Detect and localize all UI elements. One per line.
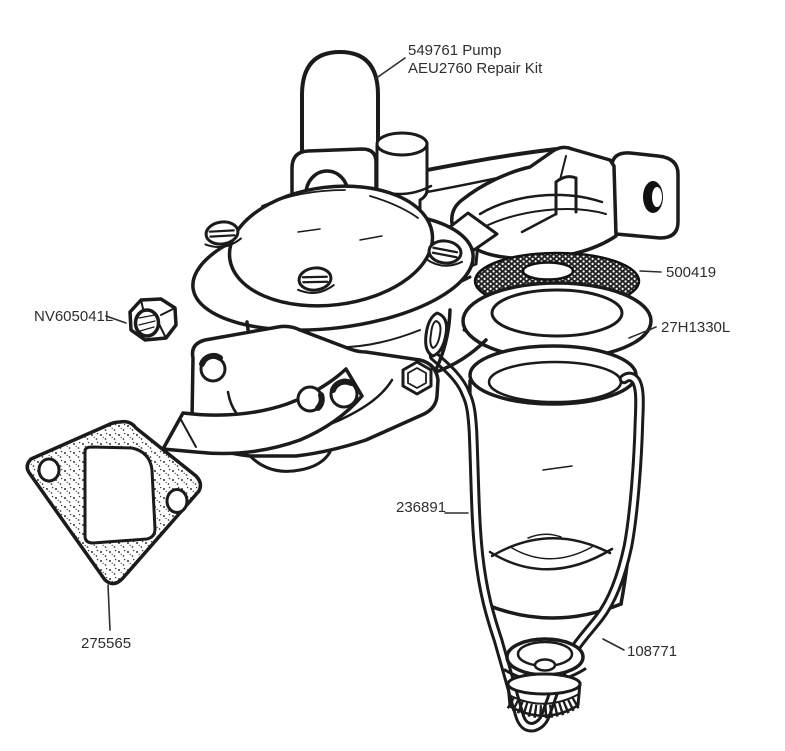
gasket-bolt-hole	[37, 457, 61, 483]
part-label-thumb-nut: 108771	[627, 643, 677, 660]
part-label-filter-gauze: 500419	[666, 264, 716, 281]
leader-line-filter-gauze	[639, 270, 662, 273]
leader-line-sealing-ring	[628, 326, 657, 339]
thumb-nut-assembly	[503, 637, 587, 719]
leader-lines	[105, 57, 662, 651]
knurled-nut	[506, 672, 582, 719]
wire-bail-clamp	[424, 311, 645, 733]
leader-line-thumb-nut	[602, 638, 625, 651]
part-label-bowl-clamp: 236891	[396, 499, 446, 516]
hex-bolt	[401, 360, 433, 396]
leader-line-gasket	[107, 584, 111, 631]
part-labels: 549761 Pump AEU2760 Repair Kit 500419 27…	[34, 42, 730, 660]
gauze-center-hole	[521, 261, 575, 281]
diaphragm-dome	[227, 184, 435, 308]
gasket-center-opening	[83, 445, 157, 545]
flange-screw	[204, 220, 242, 249]
leader-line-pump	[374, 57, 406, 80]
leader-line-nut	[105, 315, 127, 324]
flange-bolt-hole	[199, 353, 227, 383]
pivot-pin	[296, 385, 325, 413]
gasket	[25, 419, 203, 586]
flange-screw	[297, 266, 335, 294]
mounting-flange-plate	[161, 324, 440, 473]
bail-hook-loop	[424, 311, 449, 358]
diaphragm-flange	[191, 184, 475, 332]
pump-assembly	[191, 50, 488, 420]
rocker-lever	[161, 367, 364, 473]
part-label-sealing-ring: 27H1330L	[661, 319, 730, 336]
hex-nut	[128, 297, 178, 342]
part-label-gasket: 275565	[81, 635, 131, 652]
part-label-pump-line1: 549761 Pump	[408, 42, 501, 59]
gasket-bolt-hole	[165, 488, 189, 514]
flange-bolt-hole	[329, 378, 359, 409]
part-label-nut: NV605041L	[34, 308, 113, 325]
glass-bowl	[468, 344, 638, 620]
part-label-pump-line2: AEU2760 Repair Kit	[408, 60, 543, 77]
sealing-ring	[461, 281, 653, 361]
flange-screw	[425, 239, 464, 267]
